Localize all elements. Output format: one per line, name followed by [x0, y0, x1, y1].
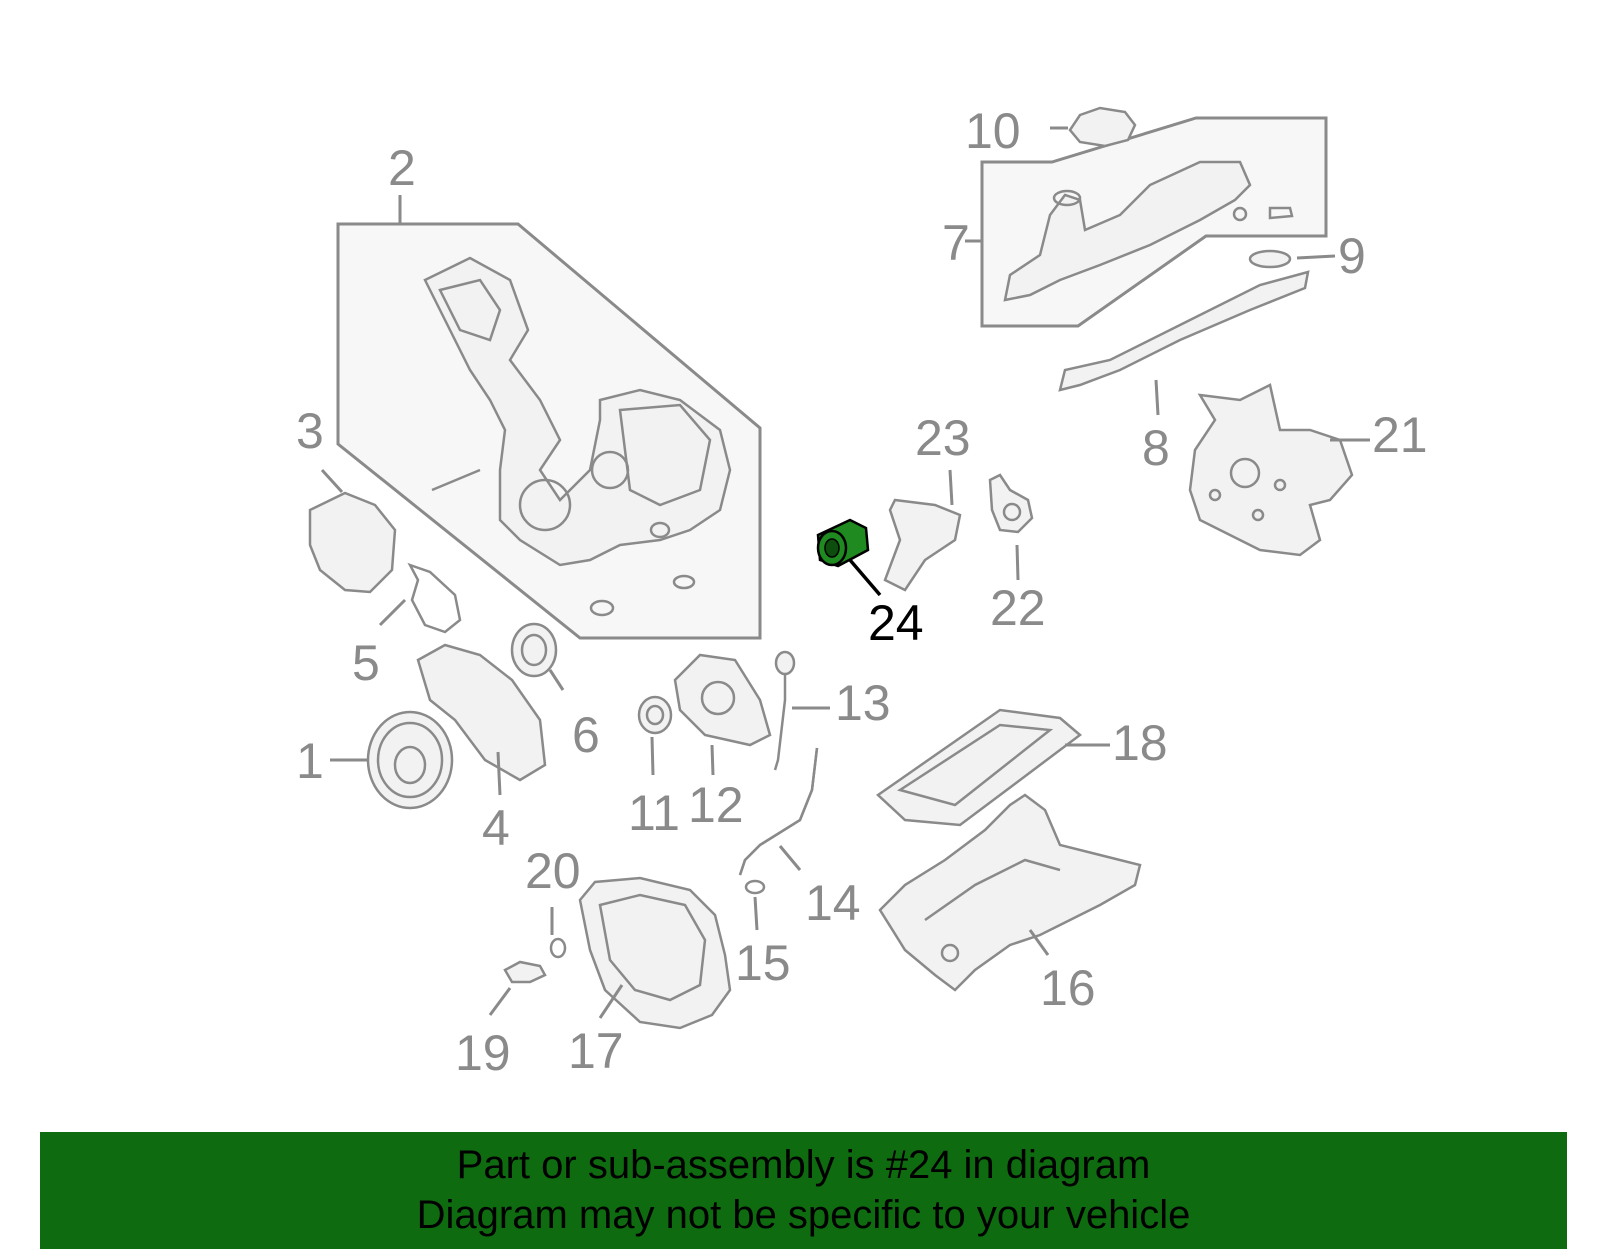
callout-1: 1 — [296, 733, 324, 789]
callout-20: 20 — [525, 843, 581, 899]
dipstick-tube-part — [738, 747, 819, 876]
callout-12: 12 — [688, 777, 744, 833]
callout-16: 16 — [1040, 960, 1096, 1016]
callout-6: 6 — [572, 707, 600, 763]
banner-line-part-number: Part or sub-assembly is #24 in diagram — [456, 1143, 1151, 1187]
oil-filler-cap-part — [1068, 106, 1137, 148]
leader-lines — [320, 126, 1370, 1019]
water-pump-part — [1188, 383, 1354, 557]
thermostat-part — [988, 473, 1034, 534]
callout-10: 10 — [965, 103, 1021, 159]
callout-7: 7 — [942, 215, 970, 271]
seal-11-part — [637, 695, 673, 735]
valve-cover-gasket-small-part — [1248, 249, 1292, 269]
oil-filter-part-highlighted — [816, 518, 870, 568]
o-ring-15-part — [744, 879, 766, 895]
callout-3: 3 — [296, 403, 324, 459]
callout-11: 11 — [628, 785, 680, 841]
callout-15: 15 — [735, 935, 791, 991]
callout-22: 22 — [990, 580, 1046, 636]
callout-2: 2 — [388, 140, 416, 196]
banner-line-disclaimer: Diagram may not be specific to your vehi… — [416, 1193, 1191, 1237]
callout-18: 18 — [1112, 715, 1168, 771]
callout-23: 23 — [915, 410, 971, 466]
upper-oil-pan-part — [878, 793, 1142, 992]
callout-9: 9 — [1338, 228, 1366, 284]
drain-bolt-part — [503, 960, 547, 984]
washer-20-part — [549, 937, 567, 959]
oil-filter-bracket-part — [883, 498, 962, 592]
gasket-5-part — [407, 562, 462, 634]
front-cover-part — [423, 256, 732, 617]
exploded-parts-diagram: 2 3 5 6 1 4 10 7 9 8 21 23 22 24 11 12 1… — [296, 103, 1428, 1081]
lower-cover-part — [416, 643, 547, 782]
callout-21: 21 — [1372, 407, 1428, 463]
callout-14: 14 — [805, 875, 861, 931]
callout-8: 8 — [1142, 420, 1170, 476]
callout-4: 4 — [482, 800, 510, 856]
dipstick-part — [773, 650, 796, 771]
callout-5: 5 — [352, 635, 380, 691]
oil-pan-gasket-part — [876, 708, 1083, 827]
valve-cover-part — [1003, 160, 1294, 302]
callout-24-highlighted: 24 — [868, 595, 924, 651]
info-banner: Part or sub-assembly is #24 in diagram D… — [40, 1132, 1567, 1249]
lower-oil-pan-part — [578, 876, 732, 1030]
crank-pulley-part — [366, 710, 454, 810]
valve-cover-gasket-part — [1058, 270, 1310, 392]
front-seal-part — [510, 622, 558, 678]
callout-17: 17 — [568, 1023, 624, 1079]
rear-cover-part — [673, 653, 772, 747]
timing-cover-small-part — [308, 491, 397, 594]
callout-19: 19 — [455, 1025, 511, 1081]
callout-13: 13 — [835, 675, 891, 731]
